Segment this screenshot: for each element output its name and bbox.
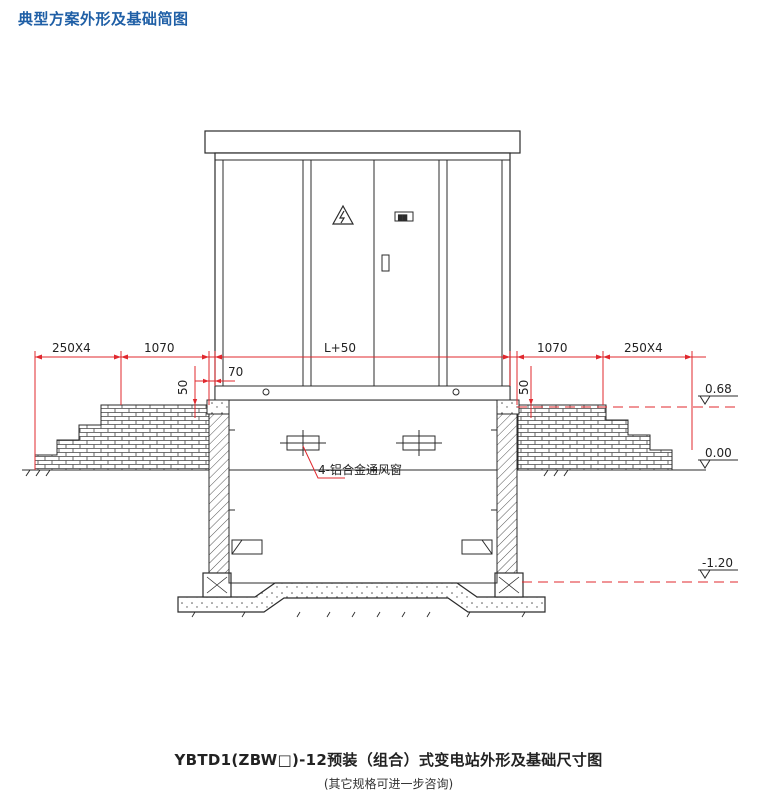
drawing-caption: YBTD1(ZBW□)-12预装（组合）式变电站外形及基础尺寸图 bbox=[174, 751, 603, 769]
dim-left-outer: 250X4 bbox=[52, 341, 91, 355]
elevation-top: 0.68 bbox=[705, 382, 732, 396]
elevation-symbols bbox=[698, 395, 738, 579]
dim-center: L+50 bbox=[324, 341, 356, 355]
wall-brackets bbox=[229, 429, 497, 555]
elevation-ground: 0.00 bbox=[705, 446, 732, 460]
dim-right-outer: 250X4 bbox=[624, 341, 663, 355]
elevation-bottom: -1.20 bbox=[702, 556, 733, 570]
left-brick-steps bbox=[34, 404, 210, 471]
page-heading: 典型方案外形及基础简图 bbox=[18, 10, 189, 28]
cable-room bbox=[228, 399, 498, 584]
cabinet-panels bbox=[215, 159, 510, 386]
left-foundation-wall bbox=[208, 404, 230, 574]
left-seat bbox=[206, 399, 230, 415]
right-seat bbox=[496, 399, 520, 415]
dimension-arrows bbox=[35, 354, 692, 405]
vent-window-right bbox=[396, 430, 442, 456]
door-handle bbox=[381, 254, 390, 272]
drawing-note: (其它规格可进一步咨询) bbox=[323, 777, 454, 791]
vent-label: 4-铝合金通风窗 bbox=[318, 462, 402, 477]
cabinet-body bbox=[214, 152, 511, 401]
vent-window-left bbox=[280, 430, 326, 456]
foundation-slab bbox=[177, 582, 546, 613]
ground-ticks bbox=[25, 469, 569, 477]
right-brick-steps bbox=[517, 404, 673, 471]
slab-ticks bbox=[191, 611, 526, 618]
right-foundation-wall bbox=[496, 404, 518, 574]
door-plate-text: ██ bbox=[397, 214, 408, 222]
dim-depth-right: 50 bbox=[517, 380, 531, 395]
dim-right-inner: 1070 bbox=[537, 341, 568, 355]
dimension-lines bbox=[34, 351, 706, 470]
dim-gap: 70 bbox=[228, 365, 243, 379]
cabinet-roof bbox=[204, 130, 521, 154]
warning-icon bbox=[331, 204, 355, 225]
vent-leader bbox=[302, 445, 345, 479]
dim-depth-left: 50 bbox=[176, 380, 190, 395]
base-bolts bbox=[262, 388, 460, 396]
dim-left-inner: 1070 bbox=[144, 341, 175, 355]
cabinet-base bbox=[214, 385, 511, 401]
door-plate bbox=[394, 211, 414, 222]
